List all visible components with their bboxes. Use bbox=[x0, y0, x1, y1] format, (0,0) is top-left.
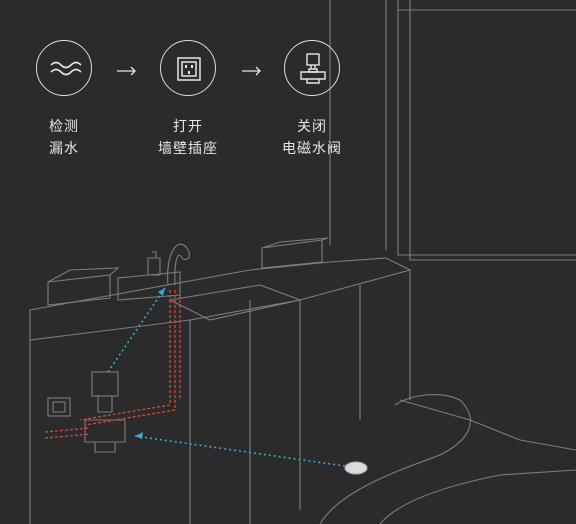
wall-outline bbox=[329, 0, 576, 260]
leak-sensor bbox=[344, 461, 368, 475]
signal-sensor-to-valve bbox=[134, 435, 346, 467]
step-open-socket: 打开 墙壁插座 bbox=[128, 40, 248, 160]
counter-box-left bbox=[47, 267, 120, 306]
step-close-valve: 关闭 电磁水阀 bbox=[252, 40, 372, 160]
signal-valve-to-faucet bbox=[107, 287, 166, 373]
pipe-hot bbox=[79, 290, 176, 426]
water-waves-icon bbox=[36, 40, 92, 96]
shelf-box bbox=[261, 237, 329, 269]
soap-dispenser bbox=[147, 251, 161, 276]
floor-line-2 bbox=[379, 469, 576, 524]
arrow-right-icon bbox=[117, 66, 136, 76]
counter-front bbox=[29, 270, 411, 524]
valve-actuator bbox=[91, 371, 119, 397]
step-label: 关闭 电磁水阀 bbox=[282, 119, 342, 157]
step-label: 检测 漏水 bbox=[49, 119, 79, 157]
water-valve-icon bbox=[284, 40, 340, 96]
cabinet-line bbox=[249, 285, 361, 524]
floor-curve bbox=[319, 394, 471, 524]
step-label: 打开 墙壁插座 bbox=[158, 119, 218, 157]
scene-socket bbox=[47, 397, 71, 417]
pipe-supply bbox=[44, 427, 91, 439]
counter-top bbox=[29, 257, 412, 341]
wall-socket-icon bbox=[160, 40, 216, 96]
arrow-right-icon bbox=[242, 66, 261, 76]
counter-box-right bbox=[117, 271, 181, 301]
faucet bbox=[167, 243, 190, 286]
step-detect-leak: 检测 漏水 bbox=[4, 40, 124, 160]
sink-basin bbox=[168, 284, 302, 321]
floor-outline bbox=[399, 259, 576, 451]
